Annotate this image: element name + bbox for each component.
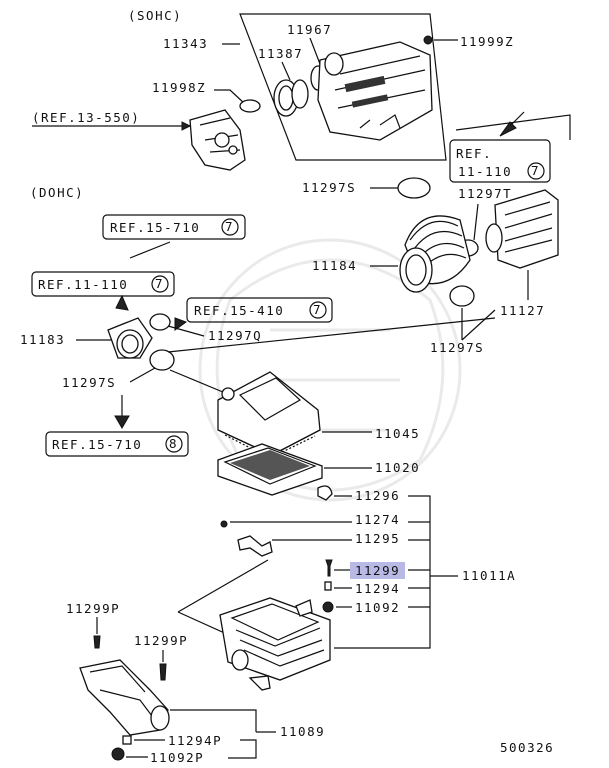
bracket-11011A [334, 495, 458, 649]
throttle-body-sohc [189, 109, 246, 171]
diagram-id: 500326 [500, 740, 554, 755]
part-11020: 11020 [375, 460, 420, 475]
bolt-11299P-a [93, 635, 101, 649]
leader-11297S-c [129, 367, 156, 383]
part-11299P-b: 11299P [134, 633, 188, 648]
sohc-label: (SOHC) [128, 8, 182, 23]
svg-text:11-110: 11-110 [458, 164, 512, 179]
part-11127: 11127 [500, 303, 545, 318]
leader-11387 [281, 61, 291, 81]
nut-11092P [111, 747, 125, 761]
filter-element-11020 [217, 443, 323, 496]
ref-box-15-410: REF.15-410 7 [186, 297, 333, 323]
part-11089: 11089 [280, 724, 325, 739]
arrow-up-dohc [115, 294, 129, 311]
bracket-11295 [237, 535, 273, 557]
svg-text:7: 7 [155, 276, 164, 291]
clamp-11297S-c [149, 349, 175, 371]
part-11294P: 11294P [168, 733, 222, 748]
resonator-11127 [485, 189, 559, 269]
resonator-11343 [317, 41, 433, 141]
leader-11297Q [167, 325, 205, 337]
part-11274: 11274 [355, 512, 400, 527]
svg-text:7: 7 [313, 302, 322, 317]
svg-text:8: 8 [169, 436, 178, 451]
part-11299[interactable]: 11299 [355, 563, 400, 578]
ref-box-15-710-top: REF.15-710 7 [102, 214, 246, 240]
throttle-body-11183 [107, 317, 153, 359]
ref-box-15-710-bottom: REF.15-710 8 [45, 431, 189, 457]
svg-text:REF.15-710: REF.15-710 [52, 437, 142, 452]
part-11998Z: 11998Z [152, 80, 206, 95]
connector-lines-top [167, 317, 496, 396]
arrow-down-dohc [114, 415, 130, 429]
grommet-11294P [122, 735, 132, 745]
intake-hose-11184 [399, 215, 471, 293]
part-11296: 11296 [355, 488, 400, 503]
part-11343: 11343 [163, 36, 208, 51]
arrow-ref-11-110-right [499, 121, 517, 137]
hose-11387 [273, 79, 309, 117]
part-11184: 11184 [312, 258, 357, 273]
part-11967: 11967 [287, 22, 332, 37]
svg-text:REF.15-410: REF.15-410 [194, 303, 284, 318]
leader-11297T [473, 203, 479, 241]
part-11294: 11294 [355, 581, 400, 596]
bracket-11089 [170, 709, 276, 759]
nut-11092 [322, 601, 334, 613]
dohc-label: (DOHC) [30, 185, 84, 200]
clamp-11998Z [239, 99, 261, 113]
part-11045: 11045 [375, 426, 420, 441]
grommet-11294 [324, 581, 332, 591]
arrow-shaft-ref-15-710-top [129, 241, 171, 259]
part-11999Z: 11999Z [460, 34, 514, 49]
part-11297S-a: 11297S [302, 180, 356, 195]
part-11011A: 11011A [462, 568, 516, 583]
clamp-11297Q [149, 313, 171, 331]
duct-11089 [79, 659, 170, 736]
part-11297T: 11297T [458, 186, 512, 201]
part-11183: 11183 [20, 332, 65, 347]
bolt-11999Z [423, 35, 433, 45]
svg-text:7: 7 [531, 163, 540, 178]
bolt-11299 [325, 559, 333, 577]
ref-13-550: (REF.13-550) [32, 110, 140, 125]
leader-11297S-b [461, 308, 496, 341]
part-11297S-c: 11297S [62, 375, 116, 390]
arrow-ref-13-550 [181, 121, 192, 131]
ref-box-11-110-left: REF.11-110 7 [31, 271, 175, 297]
clamp-11297S-a [397, 177, 431, 199]
part-11297S-b: 11297S [430, 340, 484, 355]
svg-text:7: 7 [225, 219, 234, 234]
highlight-11299[interactable] [350, 562, 405, 579]
leader-11998Z [214, 89, 246, 105]
clamp-11297S-b [449, 285, 475, 307]
svg-text:REF.11-110: REF.11-110 [38, 277, 128, 292]
part-11092P: 11092P [150, 750, 204, 765]
ref-box-11-110-right: REF. 11-110 7 [449, 139, 551, 183]
clip-11296 [317, 485, 333, 501]
leader-11967 [309, 37, 321, 65]
svg-text:REF.15-710: REF.15-710 [110, 220, 200, 235]
bracket-ref-11-110-right [455, 114, 571, 140]
lower-housing [219, 597, 331, 691]
part-11299P-a: 11299P [66, 601, 120, 616]
arrow-shaft-ref-11-110-right [509, 111, 525, 127]
part-11092: 11092 [355, 600, 400, 615]
part-11387: 11387 [258, 46, 303, 61]
bolt-11299P-b [159, 663, 167, 681]
arrow-right-dohc [174, 317, 188, 331]
svg-text:REF.: REF. [456, 146, 492, 161]
screw-11274 [220, 520, 228, 528]
part-11295: 11295 [355, 531, 400, 546]
part-11297Q: 11297Q [208, 328, 262, 343]
